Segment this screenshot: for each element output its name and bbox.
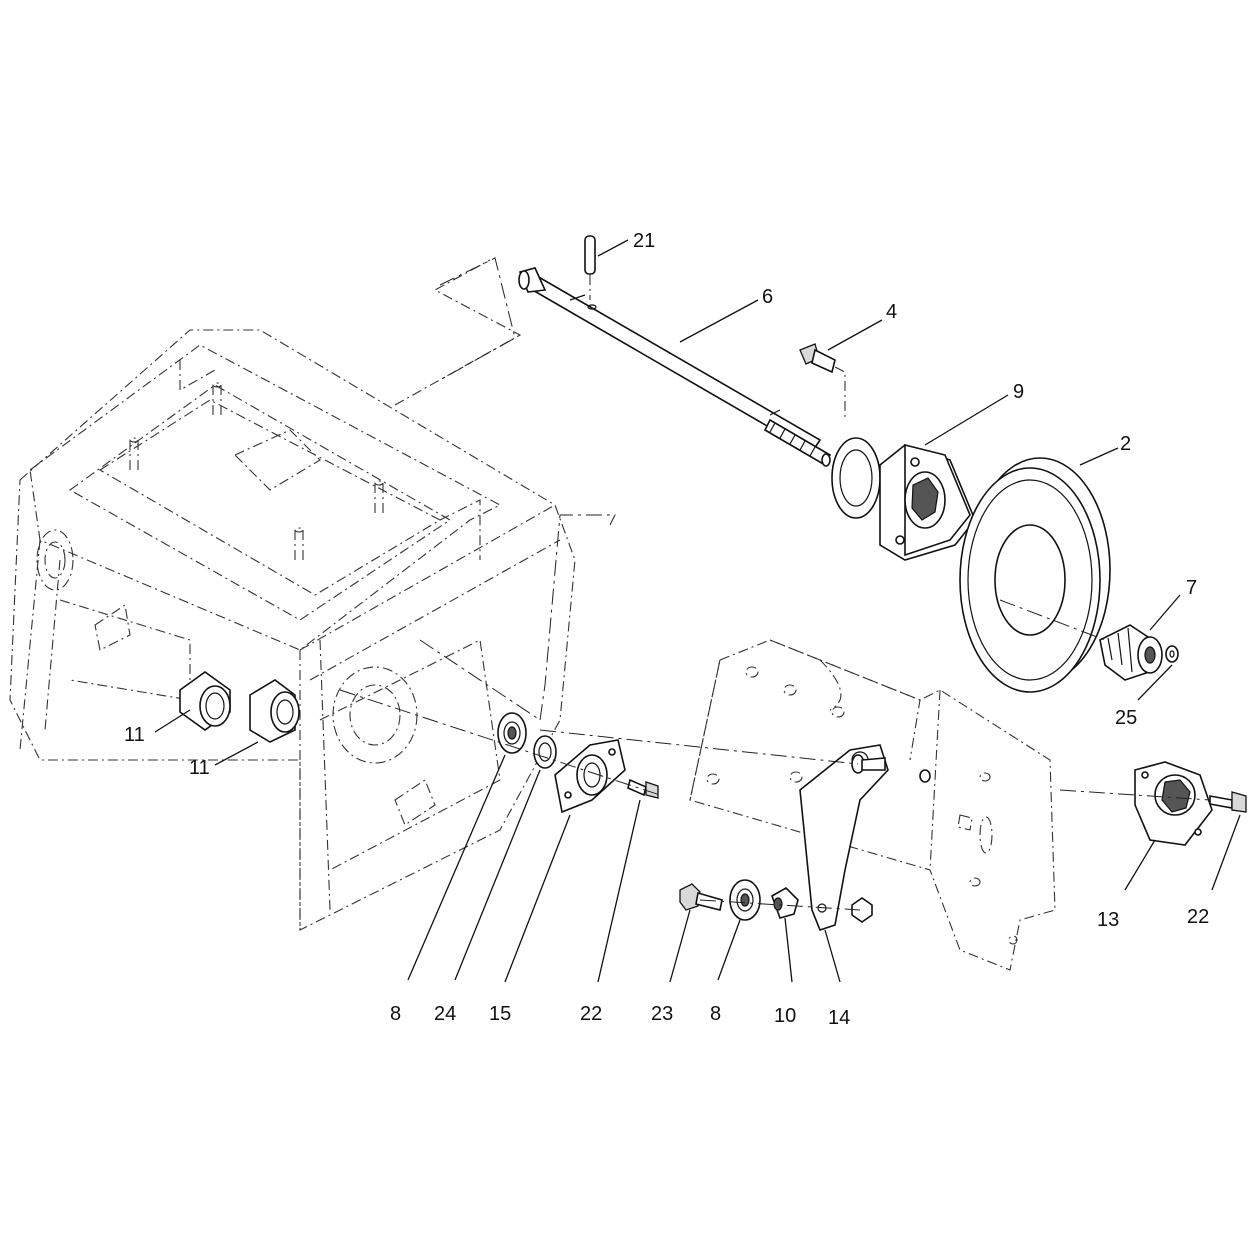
callout-15: 15 — [489, 1003, 511, 1025]
bolt-left — [627, 778, 659, 799]
leader-lines — [154, 239, 1241, 983]
bearing-lower — [729, 879, 761, 921]
callout-21: 21 — [633, 230, 655, 252]
spline-hub — [1099, 624, 1163, 681]
callout-7: 7 — [1186, 577, 1197, 599]
bearing-flange — [554, 739, 626, 814]
callout-11-right: 11 — [189, 757, 210, 779]
bolt-right — [1209, 791, 1247, 813]
spacer-washer — [533, 735, 557, 769]
flange-bushing-left — [179, 671, 231, 731]
callout-22-right: 22 — [1187, 906, 1209, 928]
callout-8-lower: 8 — [710, 1003, 721, 1025]
callout-6: 6 — [762, 286, 773, 308]
callout-10: 10 — [774, 1005, 796, 1027]
roll-pin — [584, 235, 597, 310]
callout-14: 14 — [828, 1007, 850, 1029]
shoulder-bolt — [799, 343, 846, 420]
housing-phantom — [9, 259, 576, 931]
spacer — [771, 887, 799, 919]
side-plate-phantom — [689, 639, 1056, 971]
pulley — [959, 457, 1111, 693]
drive-shaft — [518, 267, 832, 467]
callout-4: 4 — [886, 301, 897, 323]
callout-9: 9 — [1013, 381, 1024, 403]
bearing-flange-right — [1134, 761, 1213, 846]
callout-22-left: 22 — [580, 1003, 602, 1025]
callout-23: 23 — [651, 1003, 673, 1025]
idler-arm — [799, 744, 931, 931]
callout-11-left: 11 — [124, 724, 145, 746]
callout-25: 25 — [1115, 707, 1137, 729]
callout-8-left: 8 — [390, 1003, 401, 1025]
callout-labels: 21 6 4 9 2 7 25 11 11 8 24 15 22 23 8 10… — [124, 230, 1209, 1029]
callout-2: 2 — [1120, 433, 1131, 455]
flange-bushing-right — [249, 679, 300, 743]
hex-bolt — [679, 883, 723, 911]
callout-24: 24 — [434, 1003, 456, 1025]
washer — [1165, 645, 1179, 663]
bearing-housing — [831, 437, 976, 561]
bearing-left — [497, 712, 527, 754]
callout-13: 13 — [1097, 909, 1119, 931]
centerlines — [339, 257, 1211, 911]
